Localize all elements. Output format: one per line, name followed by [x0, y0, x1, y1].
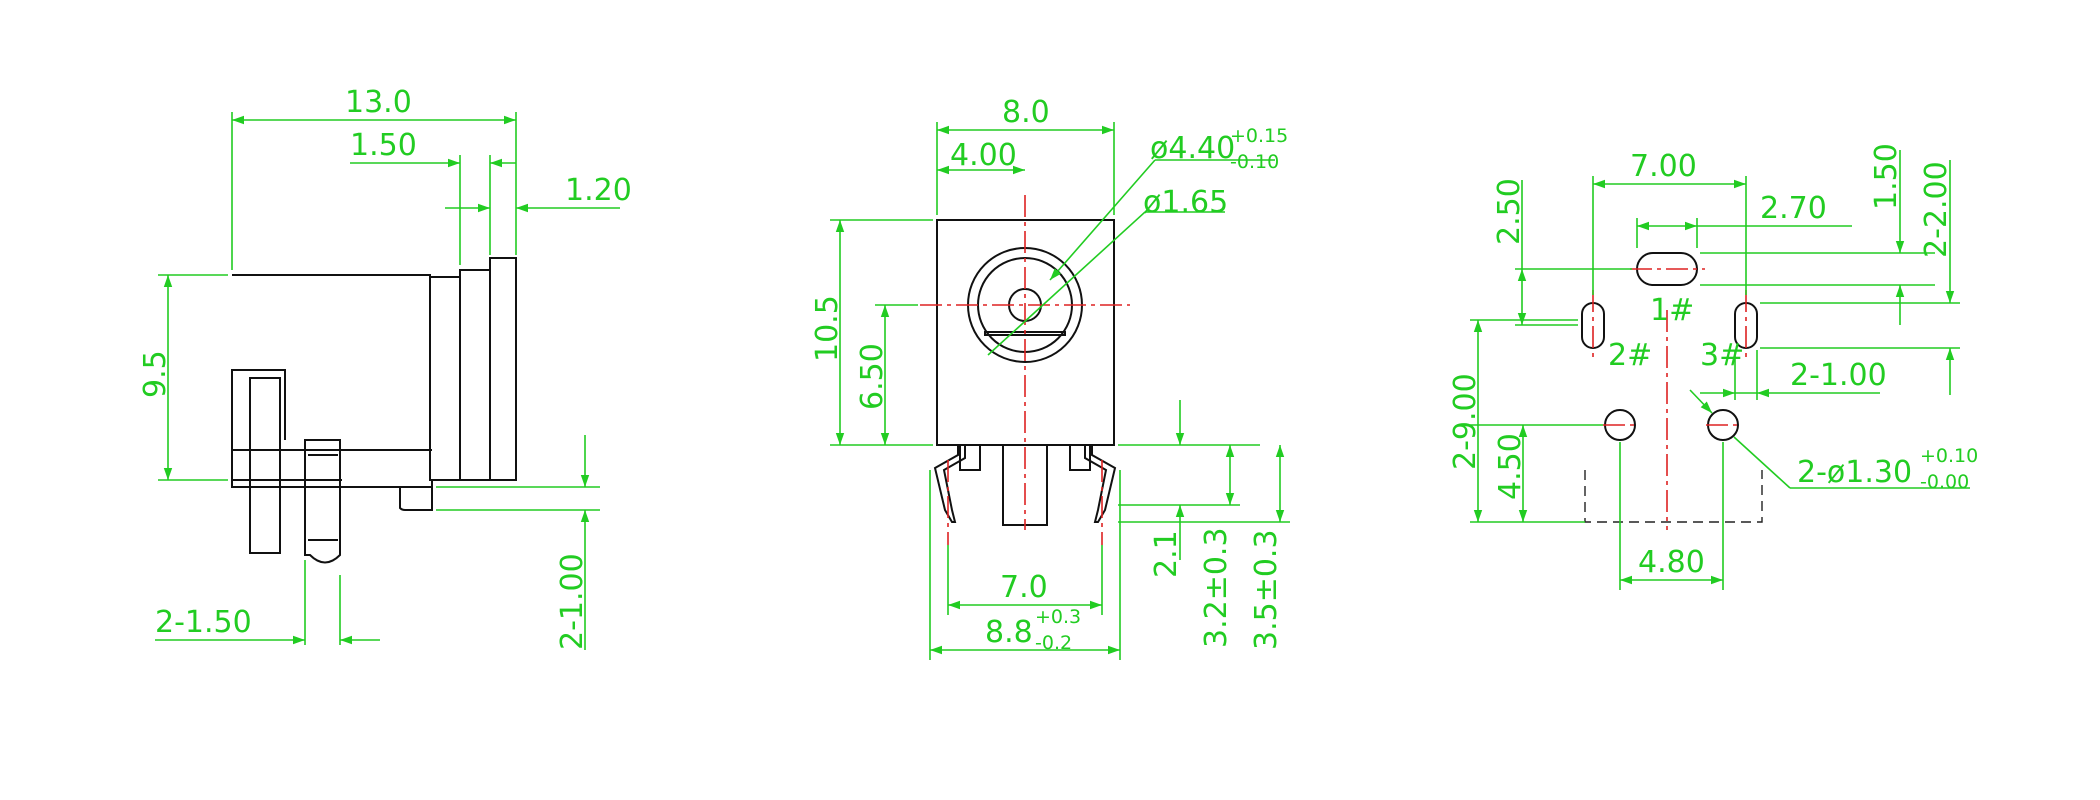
dim-pad1-slot-length: 2.70 — [1760, 191, 1827, 226]
dim-overall-length: 13.0 — [345, 85, 412, 120]
dim-pin-spacing: 7.0 — [1000, 570, 1048, 605]
dim-pin-width: 2-1.50 — [155, 605, 252, 640]
dim-hole-offset: 2-9.00 — [1448, 373, 1483, 470]
front-view: 8.0 4.00 ø4.40 +0.15 -0.10 ø1.65 10.5 6.… — [810, 95, 1290, 660]
side-view-dimensions: 13.0 1.50 1.20 9.5 2-1.50 2-1.00 — [138, 85, 632, 650]
pcb-layout: 7.00 2.70 1.50 2-2.00 2.50 — [1448, 143, 1978, 590]
svg-text:2-ø1.30: 2-ø1.30 — [1797, 455, 1912, 490]
pin-label-1: 1# — [1650, 293, 1694, 328]
svg-text:-0.2: -0.2 — [1035, 632, 1072, 654]
front-view-outline — [933, 219, 1117, 526]
pcb-dimensions: 7.00 2.70 1.50 2-2.00 2.50 — [1448, 143, 1978, 590]
dim-hole-row-height: 4.50 — [1493, 433, 1528, 500]
svg-text:ø4.40: ø4.40 — [1150, 131, 1235, 166]
dim-pad1-offset: 2.50 — [1492, 178, 1527, 245]
dim-center-height: 6.50 — [855, 343, 890, 410]
pcb-centerlines — [1592, 268, 1747, 530]
pin-label-3: 3# — [1700, 338, 1744, 373]
svg-text:+0.3: +0.3 — [1035, 606, 1081, 628]
front-view-centerlines — [920, 195, 1130, 545]
side-view-outline — [231, 257, 517, 564]
dim-pad-pitch: 7.00 — [1630, 149, 1697, 184]
dim-footprint-width: 8.8 +0.3 -0.2 — [985, 606, 1081, 654]
dim-hole-diameter-pcb: 2-ø1.30 +0.10 -0.00 — [1797, 445, 1978, 493]
dim-flange-thickness: 1.20 — [565, 173, 632, 208]
dim-side-slot-width: 2-1.00 — [1790, 358, 1887, 393]
dim-pin-length-a: 3.2±0.3 — [1199, 527, 1234, 648]
svg-text:+0.15: +0.15 — [1230, 125, 1288, 147]
svg-text:+0.10: +0.10 — [1920, 445, 1978, 467]
front-view-dimensions: 8.0 4.00 ø4.40 +0.15 -0.10 ø1.65 10.5 6.… — [810, 95, 1290, 660]
dim-half-width: 4.00 — [950, 138, 1017, 173]
dim-side-slot-length: 2-2.00 — [1919, 161, 1954, 258]
dim-front-width: 8.0 — [1002, 95, 1050, 130]
svg-text:8.8: 8.8 — [985, 615, 1033, 650]
pin-label-2: 2# — [1608, 338, 1652, 373]
dim-body-height: 9.5 — [138, 350, 173, 398]
svg-text:-0.00: -0.00 — [1920, 471, 1969, 493]
dim-hole-diameter: ø4.40 +0.15 -0.10 — [1150, 125, 1288, 173]
dim-pin-diameter: ø1.65 — [1143, 185, 1228, 220]
dim-slot-width: 1.50 — [1869, 143, 1904, 210]
svg-text:-0.10: -0.10 — [1230, 151, 1279, 173]
dim-front-height: 10.5 — [810, 295, 845, 362]
dim-pin-thickness: 2-1.00 — [555, 553, 590, 650]
dim-flange-depth: 1.50 — [350, 128, 417, 163]
dim-leg-length: 2.1 — [1149, 530, 1184, 578]
pcb-outline-hidden — [1584, 470, 1763, 523]
dim-pin-length-b: 3.5±0.3 — [1249, 529, 1284, 650]
side-view: 13.0 1.50 1.20 9.5 2-1.50 2-1.00 — [138, 85, 632, 650]
dim-hole-pitch: 4.80 — [1638, 545, 1705, 580]
